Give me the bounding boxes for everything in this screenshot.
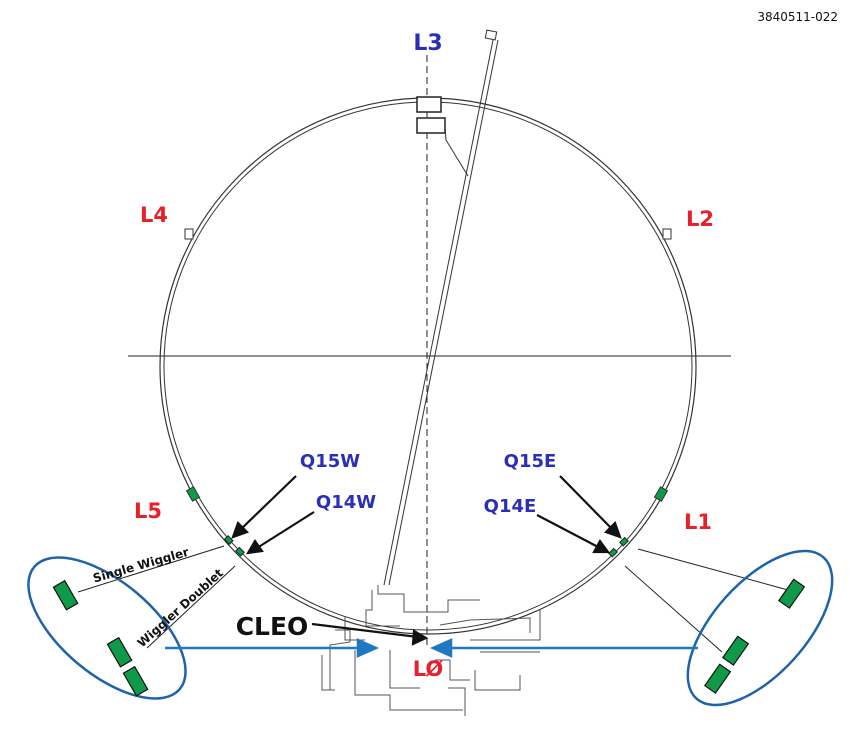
- q15w-marker: [223, 535, 234, 545]
- quad-arrows: [231, 475, 622, 555]
- west-wiggler-ellipse: [27, 556, 187, 700]
- west-single-wiggler-magnet: [52, 579, 79, 611]
- location-label-l3: L3: [413, 31, 442, 56]
- leader-lines: [77, 545, 789, 653]
- transfer-line-a: [383, 39, 494, 586]
- figure-id: 3840511-022: [757, 10, 838, 24]
- beam-arrows: [165, 638, 698, 658]
- west-doublet-magnet-2: [122, 665, 149, 697]
- quad-label-q15e: Q15E: [504, 451, 557, 472]
- ring-wiggler-e1: [653, 486, 669, 502]
- location-label-l1: L1: [684, 510, 712, 534]
- q15e-marker: [619, 536, 629, 547]
- ring-wiggler-w1: [185, 486, 201, 502]
- quad-label-q15w: Q15W: [300, 451, 360, 472]
- transfer-line-cap: [484, 29, 498, 41]
- q14w-marker: [235, 546, 245, 557]
- ring-stub-l4: [184, 228, 194, 240]
- l3-branch-line: [444, 125, 469, 177]
- location-label-l0: LØ: [413, 657, 444, 681]
- east-single-wiggler-magnet: [777, 578, 806, 609]
- quad-label-q14e: Q14E: [484, 496, 537, 517]
- east-doublet-magnet-1: [721, 635, 750, 666]
- l3-housing-bottom: [416, 117, 446, 134]
- quad-label-q14w: Q14W: [316, 492, 376, 513]
- single-wiggler-label: Single Wiggler: [91, 545, 190, 586]
- q14e-marker: [608, 547, 618, 558]
- location-label-l2: L2: [686, 207, 714, 231]
- east-doublet-magnet-2: [703, 663, 732, 694]
- location-label-l5: L5: [134, 499, 162, 523]
- transfer-line-b: [388, 39, 499, 586]
- east-wiggler-ellipse: [686, 549, 834, 707]
- l3-housing-top: [416, 96, 442, 113]
- ring-stub-l2: [662, 228, 672, 240]
- west-doublet-magnet-1: [106, 636, 133, 668]
- cleo-arrow: [311, 622, 429, 646]
- detector-label-cleo: CLEO: [236, 612, 309, 641]
- wiggler-doublet-label: Wiggler Doublet: [135, 566, 226, 650]
- location-label-l4: L4: [140, 203, 168, 227]
- interaction-region-building: [321, 585, 541, 716]
